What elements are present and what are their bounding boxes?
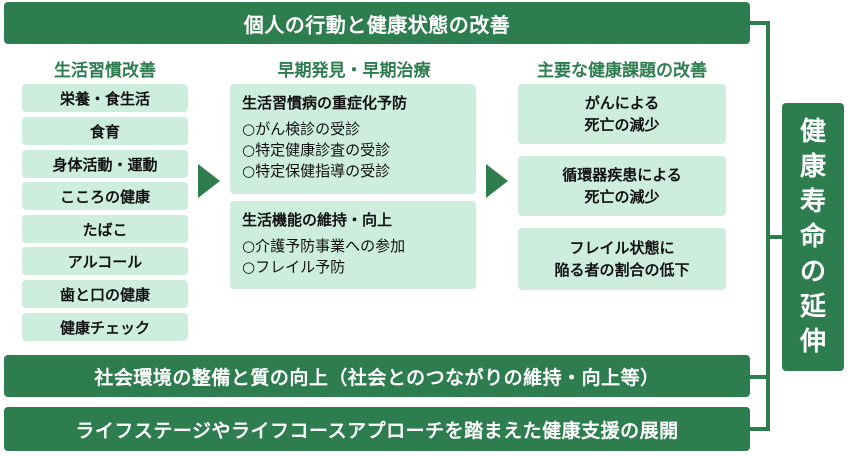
top-bar-individual-behavior: 個人の行動と健康状態の改善 xyxy=(4,2,750,44)
issue-line: がんによる xyxy=(584,94,660,112)
lifestyle-item: たばこ xyxy=(22,215,188,243)
goal-char: 寿 xyxy=(799,186,826,217)
column-header-lifestyle: 生活習慣改善 xyxy=(54,61,156,81)
issue-box-circulatory: 循環器疾患による 死亡の減少 xyxy=(518,156,726,216)
early-box-item: ○フレイル予防 xyxy=(242,258,346,276)
issue-line: 死亡の減少 xyxy=(584,116,660,134)
bracket-connector xyxy=(750,427,770,431)
issue-line: フレイル状態に xyxy=(569,239,675,257)
bracket-connector xyxy=(766,21,770,431)
arrow-right-icon xyxy=(198,164,220,198)
column-header-health-issues: 主要な健康課題の改善 xyxy=(537,61,707,81)
early-box-function-maintenance: 生活機能の維持・向上 ○介護予防事業への参加 ○フレイル予防 xyxy=(230,201,476,289)
bracket-connector xyxy=(750,375,770,379)
issue-box-cancer: がんによる 死亡の減少 xyxy=(518,84,726,144)
bracket-connector xyxy=(766,235,782,239)
column-header-early-detection: 早期発見・早期治療 xyxy=(277,61,431,81)
lifestyle-item: 食育 xyxy=(22,117,188,145)
goal-char: の xyxy=(799,256,826,287)
lifestyle-item: アルコール xyxy=(22,247,188,275)
early-box-item: ○特定保健指導の受診 xyxy=(242,162,391,180)
early-box-item: ○特定健康診査の受診 xyxy=(242,141,391,159)
issue-box-frailty: フレイル状態に 陥る者の割合の低下 xyxy=(518,228,726,290)
goal-char: 健 xyxy=(799,116,826,147)
early-box-severity-prevention: 生活習慣病の重症化予防 ○がん検診の受診 ○特定健康診査の受診 ○特定保健指導の… xyxy=(230,84,476,194)
early-box-item: ○がん検診の受診 xyxy=(242,120,361,138)
bottom-bar-social-environment: 社会環境の整備と質の向上（社会とのつながりの維持・向上等） xyxy=(4,355,750,397)
early-box-title: 生活機能の維持・向上 xyxy=(242,211,393,229)
bracket-connector xyxy=(750,21,770,25)
issue-line: 陥る者の割合の低下 xyxy=(554,261,690,279)
lifestyle-item: 健康チェック xyxy=(22,313,188,341)
issue-line: 死亡の減少 xyxy=(584,188,660,206)
lifestyle-item: 歯と口の健康 xyxy=(22,280,188,308)
issue-line: 循環器疾患による xyxy=(562,166,682,184)
lifestyle-item: こころの健康 xyxy=(22,182,188,210)
bottom-bar-life-course: ライフステージやライフコースアプローチを踏まえた健康支援の展開 xyxy=(4,407,750,451)
goal-char: 命 xyxy=(799,221,826,252)
goal-healthy-life-expectancy: 健 康 寿 命 の 延 伸 xyxy=(782,103,844,371)
lifestyle-item: 栄養・食生活 xyxy=(22,84,188,112)
early-box-title: 生活習慣病の重症化予防 xyxy=(242,94,408,112)
goal-char: 康 xyxy=(799,151,826,182)
lifestyle-item: 身体活動・運動 xyxy=(22,150,188,178)
goal-char: 延 xyxy=(799,291,826,322)
goal-char: 伸 xyxy=(799,326,826,357)
early-box-item: ○介護予防事業への参加 xyxy=(242,237,406,255)
arrow-right-icon xyxy=(486,164,508,198)
